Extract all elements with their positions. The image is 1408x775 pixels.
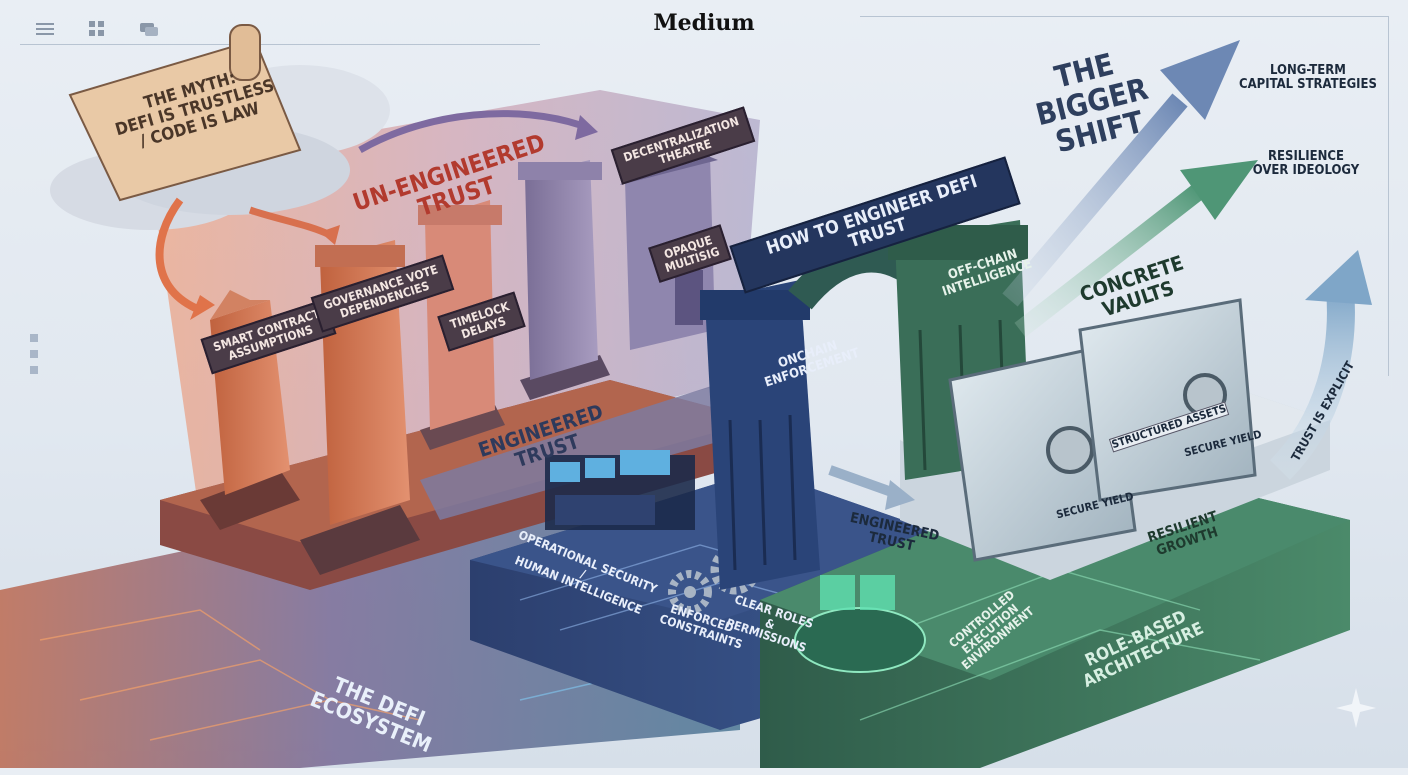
sparkle-icon <box>1336 688 1376 728</box>
resilience-label: RESILIENCE OVER IDEOLOGY <box>1252 149 1360 178</box>
brand-title[interactable]: Medium <box>653 10 755 36</box>
frame-top-right <box>860 16 1388 17</box>
vault-right <box>1078 298 1257 502</box>
menu-icon[interactable] <box>34 18 56 40</box>
grid-icon[interactable] <box>86 18 108 40</box>
toolbar <box>34 18 160 40</box>
long-term-label: LONG-TERM CAPITAL STRATEGIES <box>1239 63 1377 92</box>
chat-icon[interactable] <box>138 18 160 40</box>
frame-top-left <box>20 44 540 45</box>
side-dots <box>30 334 38 374</box>
frame-right <box>1388 16 1389 376</box>
